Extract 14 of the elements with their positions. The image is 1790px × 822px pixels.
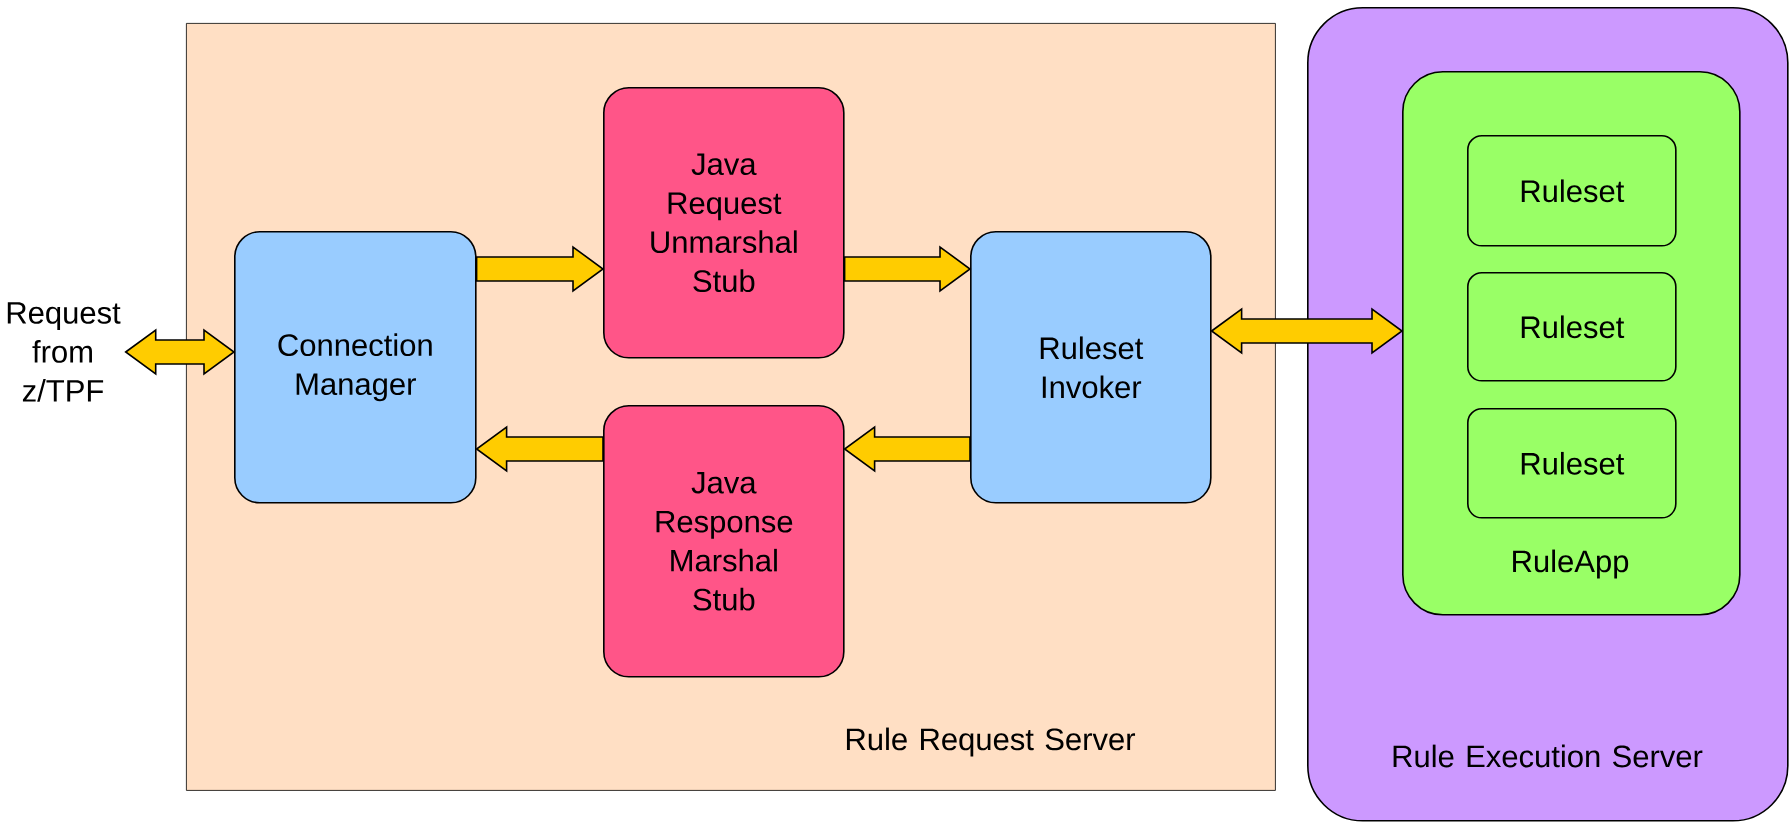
process-box: Java Response Marshal Stub [603, 405, 845, 678]
block-arrow [843, 245, 972, 293]
process-box: Connection Manager [234, 231, 477, 504]
process-box: Java Request Unmarshal Stub [603, 87, 845, 359]
ruleset-box: Ruleset [1467, 272, 1677, 382]
block-arrow [475, 425, 604, 473]
ruleset-box: Ruleset [1467, 135, 1677, 247]
ruleset-box: Ruleset [1467, 408, 1677, 519]
block-arrow [124, 328, 236, 376]
block-arrow [475, 245, 605, 293]
process-box: Ruleset Invoker [970, 231, 1212, 504]
block-arrow [843, 425, 971, 473]
block-arrow [1210, 307, 1404, 355]
source-label: Request from z/TPF [7, 302, 121, 402]
